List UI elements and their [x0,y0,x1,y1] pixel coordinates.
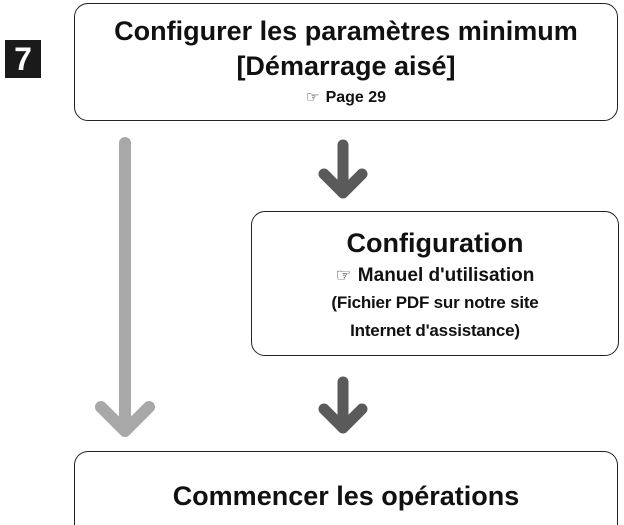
long-down-arrow [95,137,155,437]
pointing-hand-icon: ☞ [305,89,320,106]
setup-minimum-box: Configurer les paramètres minimum [Démar… [74,3,618,121]
configuration-note-line2: Internet d'assistance) [350,321,520,340]
start-operations-title: Commencer les opérations [172,481,520,511]
configuration-box: Configuration ☞Manuel d'utilisation (Fic… [251,211,619,356]
configuration-note-line1: (Fichier PDF sur notre site [331,293,539,312]
configuration-manual-ref: Manuel d'utilisation [357,265,535,286]
setup-minimum-title-line2: [Démarrage aisé] [236,51,456,81]
pointing-hand-icon: ☞ [335,265,352,285]
step-number-badge: 7 [5,40,41,78]
setup-minimum-page-ref: Page 29 [325,89,387,106]
configuration-title: Configuration [346,228,524,258]
short-down-arrow-1 [318,139,368,199]
short-down-arrow-2 [318,376,368,434]
start-operations-box: Commencer les opérations [74,451,618,525]
setup-minimum-title-line1: Configurer les paramètres minimum [114,16,578,46]
setup-minimum-reference: ☞ Page 29 [75,87,617,109]
configuration-reference: ☞Manuel d'utilisation [252,262,618,289]
